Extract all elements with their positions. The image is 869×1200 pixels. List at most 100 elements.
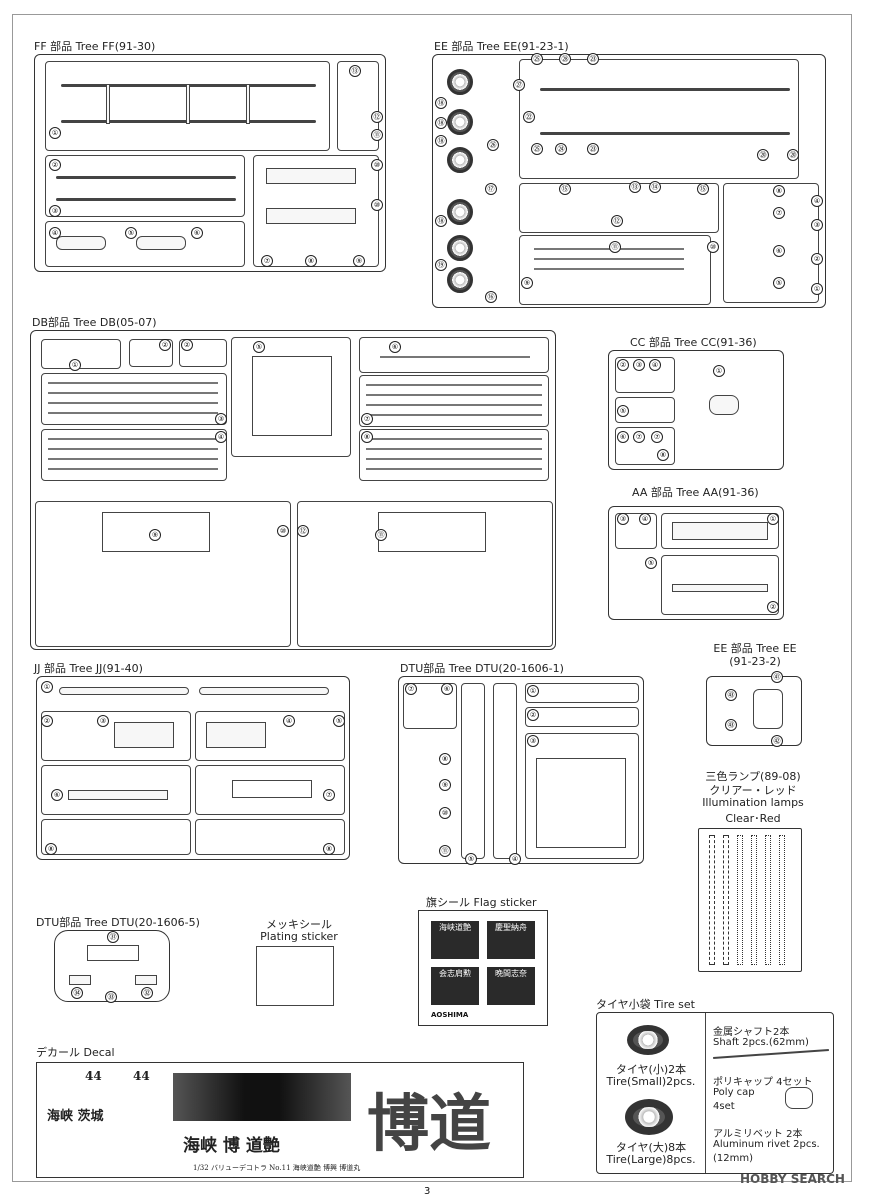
db-box-2b [179, 339, 227, 367]
part-number: ⑮ [559, 183, 571, 195]
tree-dtu5-title: DTU部品 Tree DTU(20-1606-5) [36, 916, 200, 929]
tree-ff: ① ② ③ ④ ⑤ ⑥ ⑦ ⑧ ⑨ ⑩ ⑪ ⑫ ⑬ ⑩ [34, 54, 386, 272]
part-number: ⑤ [253, 341, 265, 353]
part-number: ⑧ [323, 843, 335, 855]
part-number: ① [527, 685, 539, 697]
decal-number-1: 44 [85, 1069, 102, 1083]
part-number: ⑧ [657, 449, 669, 461]
jj-bumper-right [195, 819, 345, 855]
part-number: ⑩ [707, 241, 719, 253]
tree-db: ① ② ② ⑤ ⑥ ③ ⑦ ④ ⑧ ⑨ ⑩ ⑫ ⑪ [30, 330, 556, 650]
shaft-icon [713, 1048, 829, 1060]
dtu1-rail-4 [493, 683, 517, 859]
part-number: ㉛ [107, 931, 119, 943]
part-number: ⑧ [439, 753, 451, 765]
part-number: ⑧ [305, 255, 317, 267]
part-number: ③ [49, 205, 61, 217]
tree-jj-title: JJ 部品 Tree JJ(91-40) [34, 662, 143, 675]
part-number: ⑲ [435, 259, 447, 271]
page-frame [12, 14, 852, 1182]
ff-crossmembers [253, 155, 379, 267]
part-number: ㉓ [587, 143, 599, 155]
decal-text-b: 海峡 博 道艶 [183, 1136, 280, 1156]
cc-parts-top [615, 357, 675, 393]
part-number: ㉝ [105, 991, 117, 1003]
part-number: ④ [811, 195, 823, 207]
part-number: ㉕ [531, 53, 543, 65]
part-number: ⑦ [651, 431, 663, 443]
part-number: ⑫ [297, 525, 309, 537]
part-number: ① [41, 681, 53, 693]
part-number: ⑦ [773, 207, 785, 219]
db-box-2a [129, 339, 173, 367]
part-number: ⑥ [191, 227, 203, 239]
flag-sticker-sheet: 海峡道艶 慶聖納舟 会志肩勲 晩間志奈 AOSHIMA [418, 910, 548, 1026]
rivet-size: (12mm) [713, 1153, 754, 1164]
dtu1-bar-2 [525, 707, 639, 727]
part-number: ② [49, 159, 61, 171]
poly-cap-en: Poly cap [713, 1087, 755, 1098]
part-number: ㊸ [725, 719, 737, 731]
aa-small-parts [615, 513, 657, 549]
flag-2: 慶聖納舟 [487, 921, 535, 959]
part-number: ⑤ [617, 405, 629, 417]
ee1-brackets [519, 183, 719, 233]
part-number: ⑧ [361, 431, 373, 443]
part-number: ⑪ [609, 241, 621, 253]
tire-small-jp: タイヤ(小)2本 [615, 1063, 687, 1076]
part-number: ② [527, 709, 539, 721]
flag-1: 海峡道艶 [431, 921, 479, 959]
db-rear-panel-left [35, 501, 291, 647]
part-number: ⑳ [787, 149, 799, 161]
db-panel-6 [359, 337, 549, 373]
decal-sheet: 44 44 海峡 茨城 海峡 博 道艶 博道 1/32 バリューデコトラ No.… [36, 1062, 524, 1178]
decal-title: デカール Decal [36, 1046, 115, 1059]
decal-footer: 1/32 バリューデコトラ No.11 海峡道艶 博興 博道丸 [193, 1164, 361, 1172]
tree-aa: ③ ④ ① ⑤ ② [608, 506, 784, 620]
part-number: ② [617, 359, 629, 371]
dtu1-panel-3 [525, 733, 639, 859]
tree-ee2-code: (91-23-2) [729, 655, 781, 668]
part-number: ㉖ [487, 139, 499, 151]
poly-cap-icon [785, 1087, 813, 1109]
decal-number-2: 44 [133, 1069, 150, 1083]
part-number: ① [69, 359, 81, 371]
part-number: ④ [649, 359, 661, 371]
poly-cap-qty: 4set [713, 1101, 735, 1112]
tree-cc-title: CC 部品 Tree CC(91-36) [630, 336, 757, 349]
part-number: ㉓ [587, 53, 599, 65]
cc-parts-bottom [615, 427, 675, 465]
tree-ee1-title: EE 部品 Tree EE(91-23-1) [434, 40, 569, 53]
part-number: ④ [283, 715, 295, 727]
part-number: ⑤ [125, 227, 137, 239]
part-number: ㊸ [725, 689, 737, 701]
part-number: ⑥ [617, 431, 629, 443]
decal-dark-band [173, 1073, 351, 1121]
part-number: ㉕ [531, 143, 543, 155]
tire-large-en: Tire(Large)8pcs. [606, 1153, 696, 1166]
part-number: ⑩ [277, 525, 289, 537]
dtu1-bar-1 [525, 683, 639, 703]
db-slats-8 [359, 429, 549, 481]
part-number: ⑫ [611, 215, 623, 227]
flag-4: 晩間志奈 [487, 967, 535, 1005]
part-number: ① [49, 127, 61, 139]
part-number: ㉒ [523, 111, 535, 123]
jj-plate [195, 765, 345, 815]
tire-large-jp: タイヤ(大)8本 [615, 1141, 687, 1154]
shaft-en: Shaft 2pcs.(62mm) [713, 1037, 809, 1048]
db-rear-panel-right [297, 501, 553, 647]
tree-cc: ② ③ ④ ① ⑤ ⑥ ⑦ ⑦ ⑧ [608, 350, 784, 470]
part-number: ⑯ [485, 291, 497, 303]
tree-ee2: ㊶ ㊸ ㊸ ㊷ [706, 671, 802, 747]
ee1-chassis [519, 59, 799, 179]
part-number: ④ [509, 853, 521, 865]
db-panel-5 [231, 337, 351, 457]
part-number: ⑨ [439, 779, 451, 791]
tree-dtu1: ⑦ ⑥ ⑧ ⑨ ⑩ ⑪ ⑤ ④ ① ② ③ [398, 676, 644, 865]
part-number: ⑧ [45, 843, 57, 855]
db-slats-7 [359, 375, 549, 427]
part-number: ⑨ [353, 255, 365, 267]
part-number: ⑱ [435, 215, 447, 227]
part-number: ⑪ [439, 845, 451, 857]
